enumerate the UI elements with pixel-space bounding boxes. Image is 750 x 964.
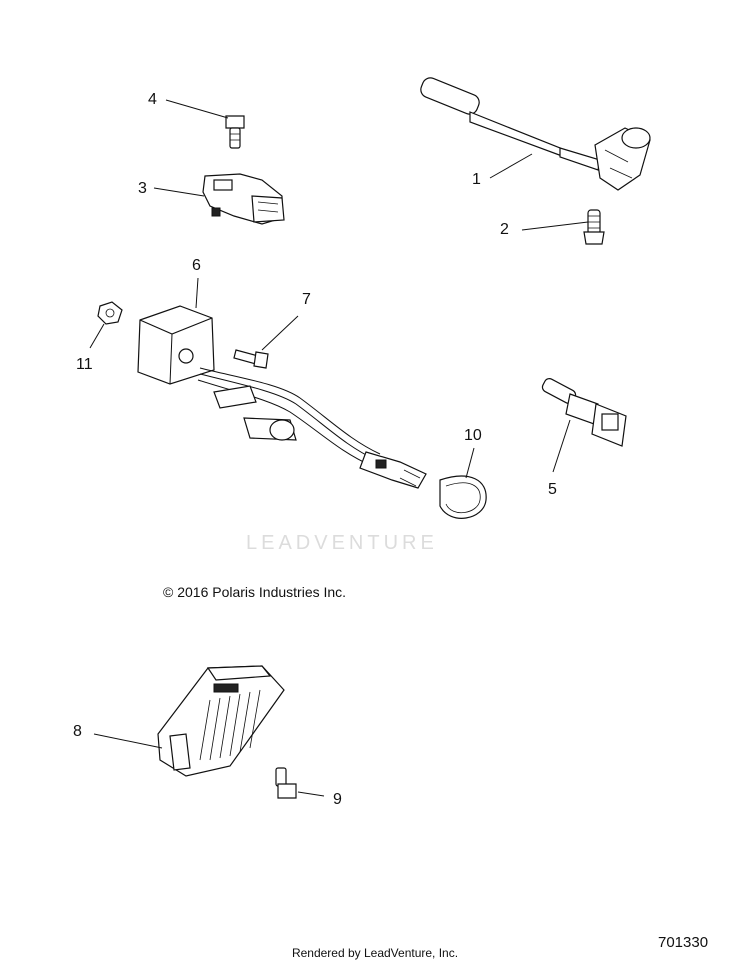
part-5-temp-sensor (541, 378, 627, 447)
diagram-id: 701330 (658, 934, 709, 951)
callout-3: 3 (138, 180, 147, 197)
copyright-text: © 2016 Polaris Industries Inc. (163, 584, 347, 600)
part-2-bolt (583, 209, 605, 245)
watermark: LEADVENTURE (246, 532, 438, 554)
part-10-clamp (439, 475, 487, 519)
leader-lines (89, 99, 589, 797)
callout-7: 7 (302, 291, 311, 308)
footer-text: Rendered by LeadVenture, Inc. (291, 946, 459, 960)
callout-10: 10 (464, 427, 482, 444)
callout-8: 8 (73, 723, 82, 740)
callout-2: 2 (500, 221, 509, 238)
callout-11: 11 (76, 356, 93, 373)
callout-9: 9 (333, 791, 342, 808)
callout-1: 1 (472, 171, 481, 188)
part-8-regulator (157, 665, 285, 777)
part-11-nut (97, 301, 123, 325)
callout-4: 4 (148, 91, 157, 108)
part-3-map-sensor (202, 173, 285, 225)
part-6-module-harness (137, 305, 427, 489)
part-7-bolt (233, 349, 269, 369)
callout-6: 6 (192, 257, 201, 274)
part-1-speed-sensor (420, 77, 651, 191)
callout-5: 5 (548, 481, 557, 498)
part-9-bolt (275, 767, 297, 799)
part-4-bolt (225, 115, 245, 149)
